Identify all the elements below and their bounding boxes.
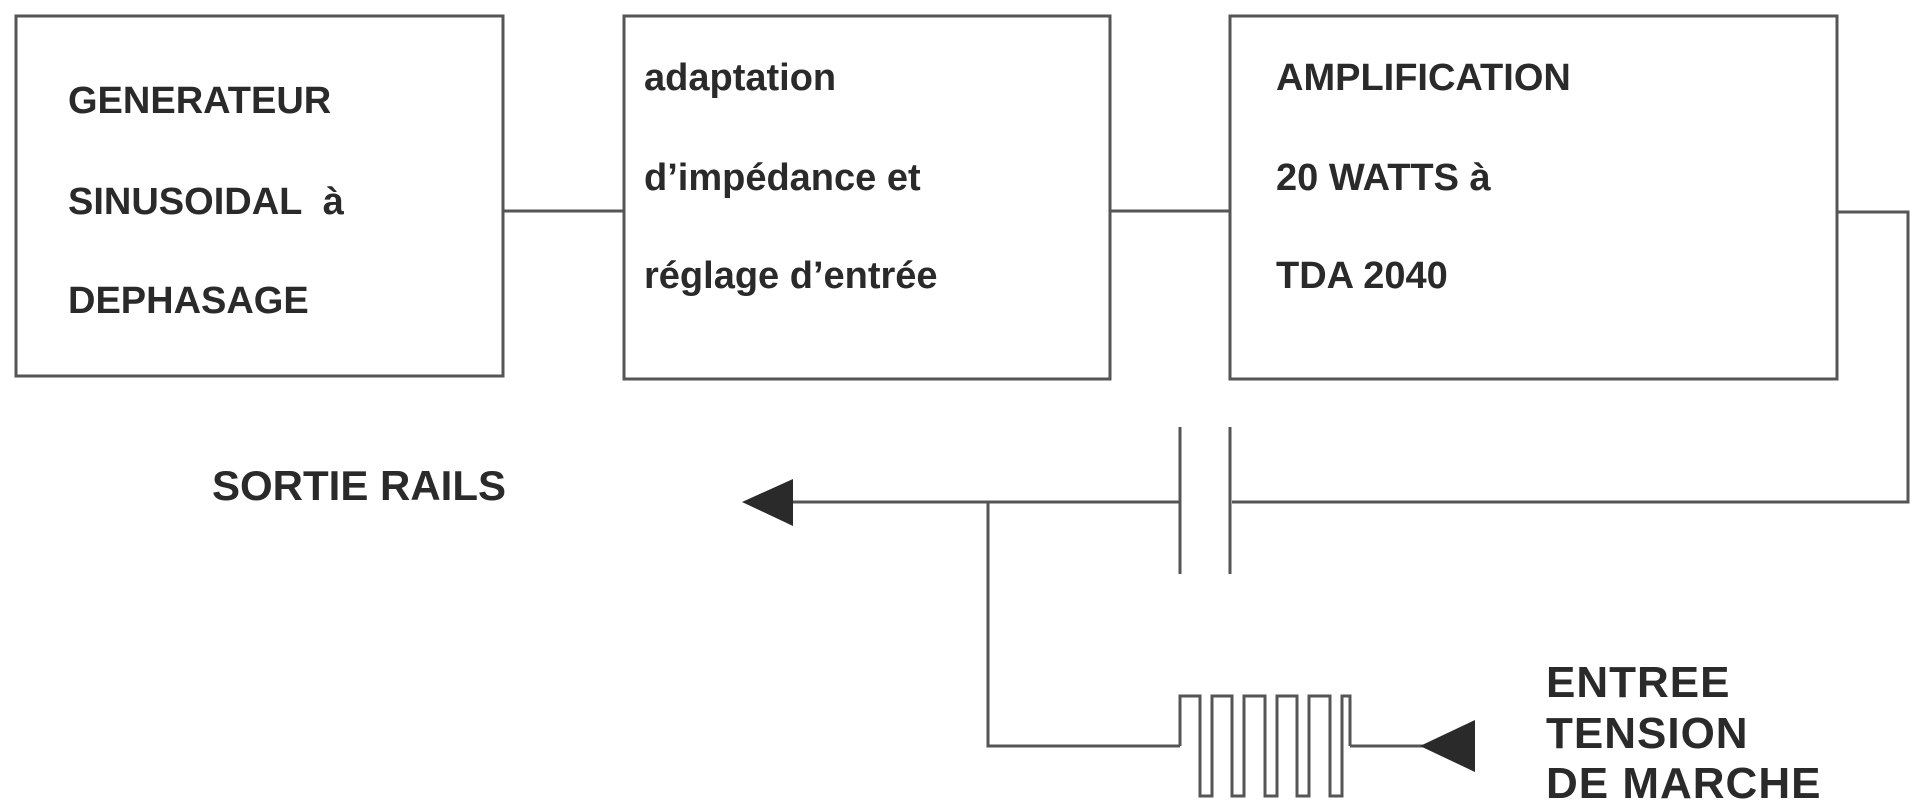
- adaptation-line-3: réglage d’entrée: [644, 255, 938, 297]
- input-label-line-2: TENSION: [1546, 709, 1749, 758]
- wire-branch-to-coil: [986, 502, 1180, 748]
- block-amplification: AMPLIFICATION 20 WATTS à TDA 2040: [1228, 14, 1839, 381]
- generator-line-1: GENERATEUR: [68, 80, 331, 122]
- input-arrow-icon: [1420, 720, 1475, 772]
- adaptation-line-2: d’impédance et: [644, 157, 921, 199]
- input-label-line-3: DE MARCHE: [1546, 759, 1821, 803]
- generator-line-2: SINUSOIDAL à: [68, 181, 345, 223]
- amplification-line-3: TDA 2040: [1276, 255, 1448, 297]
- block-generator-border: [14, 14, 505, 378]
- generator-line-3: DEPHASAGE: [68, 280, 309, 322]
- adaptation-line-1: adaptation: [644, 57, 836, 99]
- output-arrow-icon: [742, 479, 793, 526]
- wire-amplifier-output: [1232, 210, 1910, 504]
- coil-meander: [1178, 694, 1352, 798]
- block-generator: GENERATEUR SINUSOIDAL à DEPHASAGE: [14, 14, 505, 378]
- amplification-line-1: AMPLIFICATION: [1276, 57, 1571, 99]
- block-adaptation-border: [622, 14, 1112, 381]
- amplification-line-2: 20 WATTS à: [1276, 157, 1492, 199]
- input-label-line-1: ENTREE: [1546, 658, 1730, 707]
- block-amplification-border: [1228, 14, 1839, 381]
- output-label: SORTIE RAILS: [212, 462, 506, 509]
- block-adaptation: adaptation d’impédance et réglage d’entr…: [622, 14, 1112, 381]
